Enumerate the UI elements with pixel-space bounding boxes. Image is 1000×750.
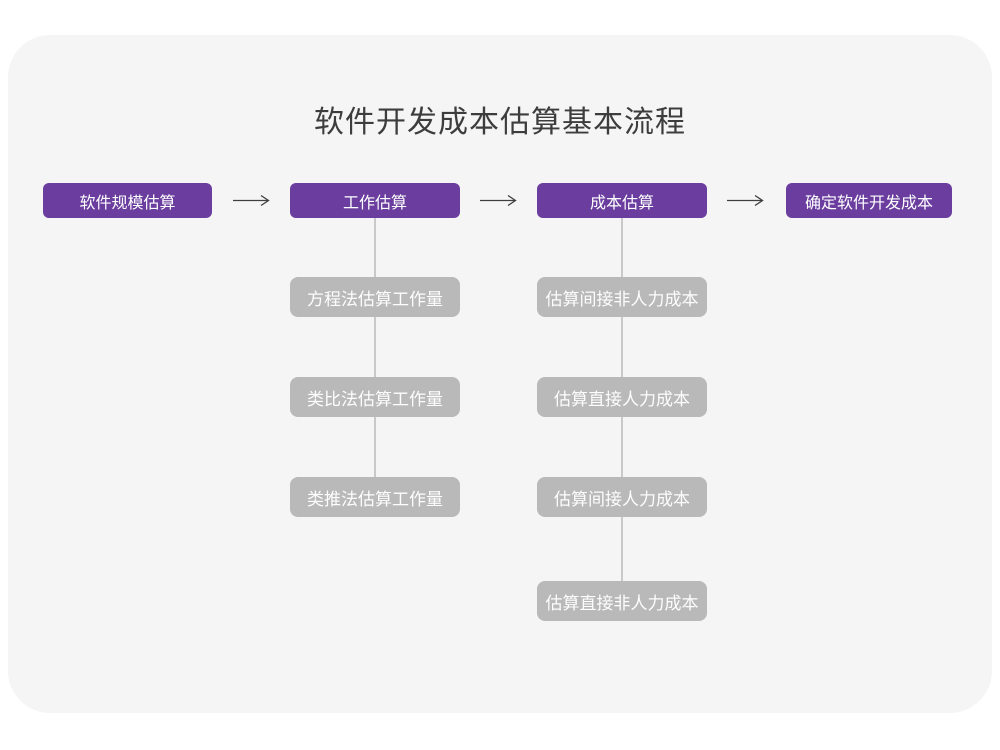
sub-node-indirect-nonlabor-cost: 估算间接非人力成本 xyxy=(537,277,707,317)
sub-node-extrapolation-method: 类推法估算工作量 xyxy=(290,477,460,517)
connector-line-work-estimation xyxy=(374,218,376,477)
flow-arrow-icon xyxy=(480,194,517,207)
sub-node-direct-labor-cost: 估算直接人力成本 xyxy=(537,377,707,417)
sub-node-indirect-labor-cost: 估算间接人力成本 xyxy=(537,477,707,517)
flow-arrow-icon xyxy=(727,194,764,207)
flow-node-work-estimation: 工作估算 xyxy=(290,183,460,218)
flow-node-cost-estimation: 成本估算 xyxy=(537,183,707,218)
sub-node-equation-method: 方程法估算工作量 xyxy=(290,277,460,317)
diagram-card: 软件开发成本估算基本流程 软件规模估算 工作估算 成本估算 确定软件开发成本 方… xyxy=(8,35,992,713)
diagram-title: 软件开发成本估算基本流程 xyxy=(314,106,686,139)
sub-node-direct-nonlabor-cost: 估算直接非人力成本 xyxy=(537,581,707,621)
flow-node-software-scale-estimation: 软件规模估算 xyxy=(43,183,212,218)
flow-node-determine-development-cost: 确定软件开发成本 xyxy=(786,183,952,218)
sub-node-analogy-method: 类比法估算工作量 xyxy=(290,377,460,417)
flow-arrow-icon xyxy=(233,194,270,207)
